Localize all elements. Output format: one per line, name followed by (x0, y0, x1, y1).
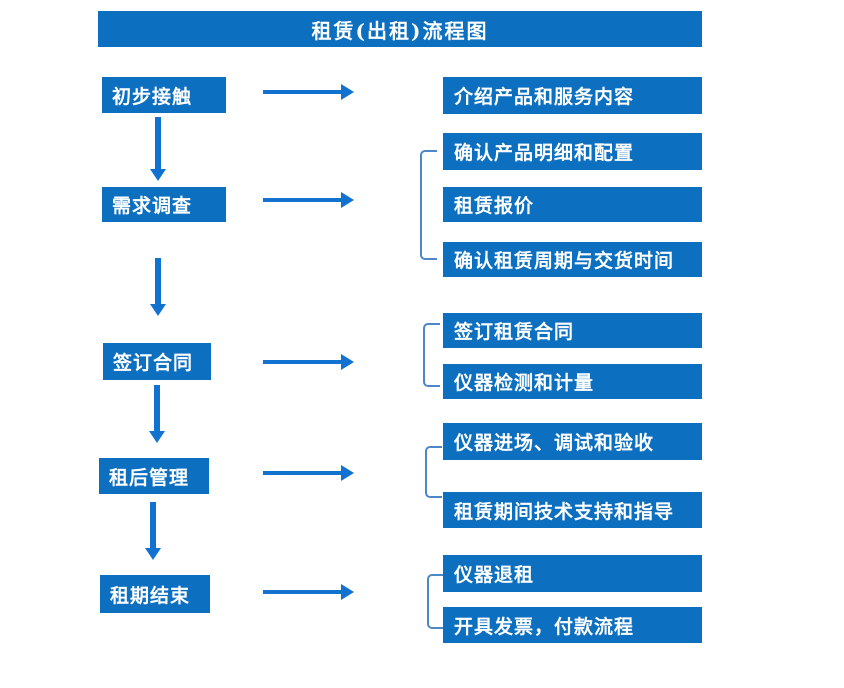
down-arrow-step1-step2 (150, 117, 166, 181)
flow-arrow-head-icon (341, 465, 354, 481)
group-bracket-contract (423, 323, 440, 387)
flow-arrow-line (263, 360, 342, 364)
flow-arrow-head-icon (341, 84, 354, 100)
detail-box-instrument-setup: 仪器进场、调试和验收 (443, 423, 702, 460)
flow-arrow-head-icon (341, 354, 354, 370)
flow-arrow-step1 (263, 84, 354, 100)
flow-arrow-step5 (263, 584, 354, 600)
flow-arrow-step2 (263, 192, 354, 208)
group-bracket-demand-survey (420, 150, 437, 260)
detail-box-confirm-product-spec: 确认产品明细和配置 (443, 133, 702, 170)
detail-box-instrument-testing: 仪器检测和计量 (443, 364, 702, 399)
down-arrow-head-icon (149, 431, 165, 443)
down-arrow-step3-step4 (149, 385, 165, 443)
detail-box-sign-rental-contract: 签订租赁合同 (443, 313, 702, 348)
flow-arrow-line (263, 590, 342, 594)
flow-arrow-line (263, 90, 342, 94)
detail-box-invoice-payment: 开具发票，付款流程 (443, 607, 702, 643)
group-bracket-post-rental (425, 446, 442, 498)
down-arrow-head-icon (150, 169, 166, 181)
step-box-initial-contact: 初步接触 (102, 77, 226, 113)
down-arrow-step2-step3 (150, 258, 166, 316)
detail-box-tech-support: 租赁期间技术支持和指导 (443, 492, 702, 528)
down-arrow-line (154, 385, 160, 432)
flow-arrow-step3 (263, 354, 354, 370)
flowchart-title: 租赁(出租)流程图 (98, 11, 702, 47)
down-arrow-head-icon (150, 304, 166, 316)
step-box-lease-end: 租期结束 (100, 575, 210, 613)
down-arrow-line (155, 258, 161, 305)
step-box-post-rental-management: 租后管理 (99, 458, 209, 494)
down-arrow-line (155, 117, 161, 170)
down-arrow-line (150, 502, 156, 549)
detail-box-instrument-return: 仪器退租 (443, 555, 702, 592)
group-bracket-lease-end (427, 574, 444, 629)
step-box-demand-survey: 需求调查 (102, 187, 226, 222)
down-arrow-step4-step5 (145, 502, 161, 560)
flow-arrow-head-icon (341, 192, 354, 208)
detail-box-confirm-period: 确认租赁周期与交货时间 (443, 242, 702, 277)
flow-arrow-line (263, 198, 342, 202)
flow-arrow-line (263, 471, 342, 475)
flow-arrow-step4 (263, 465, 354, 481)
step-box-contract-signing: 签订合同 (103, 343, 211, 380)
detail-box-introduce-products: 介绍产品和服务内容 (443, 77, 702, 114)
detail-box-rental-quote: 租赁报价 (443, 187, 702, 222)
flow-arrow-head-icon (341, 584, 354, 600)
down-arrow-head-icon (145, 548, 161, 560)
